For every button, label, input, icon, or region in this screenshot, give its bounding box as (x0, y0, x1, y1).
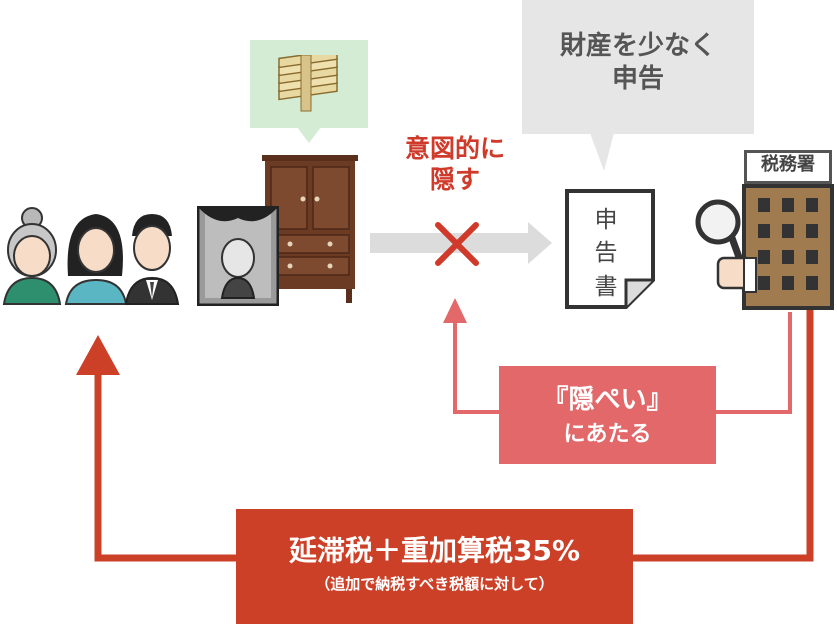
grandmother-icon (2, 207, 62, 305)
cabinet-icon (262, 155, 358, 303)
magnifying-glass-icon (695, 199, 757, 293)
mother-icon (64, 214, 128, 305)
document-title: 申 告 書 (586, 204, 626, 304)
speech-bubble-line-2: 申告 (611, 63, 664, 94)
memorial-portrait-icon (197, 206, 279, 306)
inpei-subtitle: にあたる (563, 422, 652, 447)
cash-stack-icon (278, 55, 338, 112)
document-char-1: 申 (594, 207, 618, 233)
speech-bubble-line-1: 財産を少なく (559, 31, 716, 61)
blocked-x-icon (435, 222, 479, 266)
speech-bubble (522, 0, 754, 134)
flow-arrow (370, 222, 552, 264)
money-thought-tail (297, 127, 321, 143)
document-char-3: 書 (594, 273, 618, 300)
inpei-box (499, 366, 716, 464)
document-char-2: 告 (594, 240, 618, 267)
penalty-title: 延滞税＋重加算税35% (288, 534, 581, 567)
inpei-arrow (443, 298, 792, 414)
penalty-arrow (76, 300, 814, 562)
penalty-note: （追加で納税すべき税額に対して） (315, 575, 554, 593)
family-icon (2, 207, 180, 305)
speech-bubble-text: 財産を少なく 申告 (522, 30, 754, 95)
speech-bubble-tail (590, 133, 614, 171)
intent-line-1: 意図的に (404, 134, 505, 163)
son-icon (124, 214, 180, 305)
penalty-box (236, 509, 633, 624)
tax-return-document-icon (565, 189, 655, 309)
tax-office-label: 税務署 (761, 154, 815, 175)
intent-line-2: 隠す (429, 165, 480, 195)
intent-label: 意図的に 隠す (390, 133, 520, 196)
inpei-title: 『隠ぺい』 (542, 385, 673, 415)
tax-office-sign (744, 150, 832, 184)
tax-office-building-icon (742, 184, 834, 310)
